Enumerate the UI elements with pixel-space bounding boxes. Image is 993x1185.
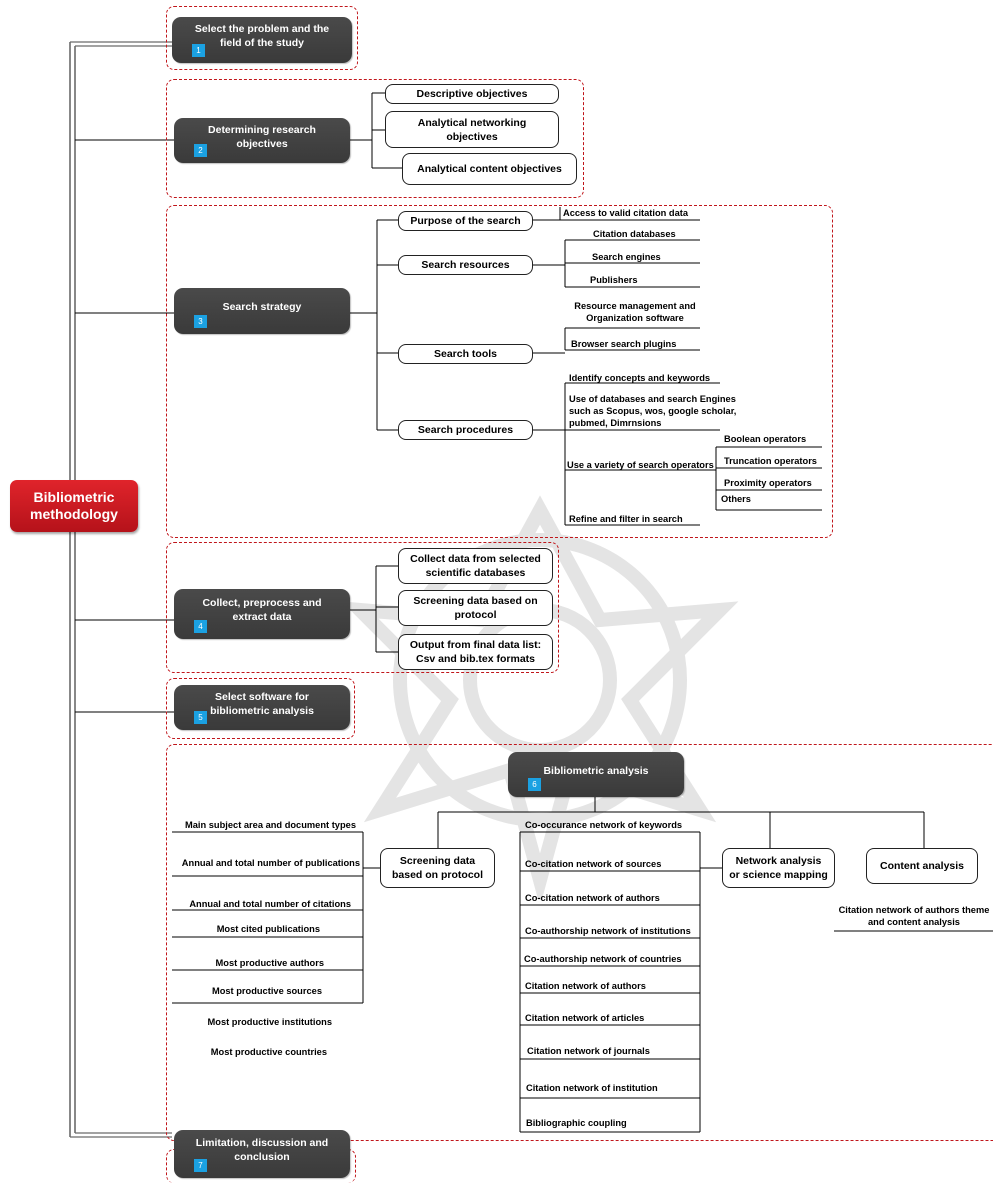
operator-item: Others [721, 494, 751, 504]
search-resources-label: Search resources [421, 259, 510, 271]
step-5-number: 5 [194, 711, 207, 724]
network-item: Citation network of journals [527, 1046, 650, 1056]
step-3-label: Search strategy [222, 301, 302, 313]
network-item: Co-citation network of authors [525, 893, 660, 903]
step-2-number: 2 [194, 144, 207, 157]
step-5-label: Select software for bibliometric analysi… [210, 690, 314, 717]
step-1-number: 1 [192, 44, 205, 57]
step-7-number: 7 [194, 1159, 207, 1172]
screening-item: Most productive institutions [207, 1017, 332, 1027]
step-3: Search strategy 3 [174, 288, 350, 334]
screening-protocol-box: Screening data based on protocol [380, 848, 495, 888]
frame-step-2 [166, 79, 584, 198]
step-6-label: Bibliometric analysis [543, 764, 649, 777]
screening-item: Most productive sources [211, 986, 322, 996]
network-item: Citation network of articles [525, 1013, 645, 1023]
step-7: Limitation, discussion and conclusion 7 [174, 1130, 350, 1178]
search-resources: Search resources [398, 255, 533, 275]
frame-step-6 [166, 744, 993, 1141]
content-analysis-label: Content analysis [879, 860, 965, 872]
procedure-item: Refine and filter in search [569, 514, 683, 524]
network-item: Co-authorship network of institutions [525, 926, 691, 936]
collect-screening-box: Screening data based on protocol [398, 590, 553, 626]
network-item: Co-authorship network of countries [524, 954, 682, 964]
network-item: Co-occurance network of keywords [525, 820, 683, 830]
network-item: Bibliographic coupling [526, 1118, 627, 1128]
step-1-label: Select the problem and the field of the … [194, 23, 330, 49]
objective-descriptive-label: Descriptive objectives [416, 88, 528, 100]
network-analysis-box: Network analysis or science mapping [722, 848, 835, 888]
objective-networking: Analytical networking objectives [385, 111, 559, 148]
procedure-item: Identify concepts and keywords [569, 373, 711, 383]
search-purpose-label: Purpose of the search [410, 215, 521, 227]
objective-content: Analytical content objectives [402, 153, 577, 185]
procedure-item: Use of databases and search Engines such… [569, 394, 737, 428]
screening-item: Most cited publications [216, 924, 320, 934]
collect-output-box: Output from final data list: Csv and bib… [398, 634, 553, 670]
screening-item: Most productive authors [215, 958, 324, 968]
search-procedures-label: Search procedures [417, 424, 514, 436]
screening-item: Annual and total number of publications [181, 858, 360, 868]
resource-item: Publishers [590, 275, 638, 285]
network-item: Citation network of institution [526, 1083, 658, 1093]
procedure-item: Use a variety of search operators [567, 460, 714, 470]
screening-item: Main subject area and document types [184, 820, 356, 830]
collect-data-label: Collect data from selected scientific da… [410, 553, 541, 579]
step-4-label: Collect, preprocess and extract data [202, 597, 322, 623]
root-label: Bibliometric methodology [30, 489, 118, 522]
objective-content-label: Analytical content objectives [417, 163, 562, 175]
step-2: Determining research objectives 2 [174, 118, 350, 163]
frame-step-4 [166, 542, 559, 673]
network-item: Co-citation network of sources [525, 859, 662, 869]
resource-item: Search engines [592, 252, 661, 262]
search-tools-label: Search tools [433, 348, 498, 360]
frame-step-5 [166, 678, 355, 739]
root-node: Bibliometric methodology [10, 480, 138, 532]
step-1: Select the problem and the field of the … [172, 17, 352, 63]
search-purpose: Purpose of the search [398, 211, 533, 231]
step-4: Collect, preprocess and extract data 4 [174, 589, 350, 639]
collect-output-label: Output from final data list: Csv and bib… [409, 639, 542, 665]
step-3-number: 3 [194, 315, 207, 328]
network-item: Citation network of authors [525, 981, 646, 991]
screening-protocol-label: Screening data based on protocol [391, 855, 483, 881]
search-procedures: Search procedures [398, 420, 533, 440]
content-analysis-box: Content analysis [866, 848, 978, 884]
screening-item: Most productive countries [210, 1047, 327, 1057]
step-4-number: 4 [194, 620, 207, 633]
frame-step-1 [166, 6, 358, 70]
search-tools: Search tools [398, 344, 533, 364]
network-analysis-label: Network analysis or science mapping [729, 855, 828, 881]
operator-item: Boolean operators [724, 434, 807, 444]
content-item: Citation network of authors theme and co… [838, 905, 990, 927]
screening-item: Annual and total number of citations [189, 899, 351, 909]
operator-item: Truncation operators [724, 456, 817, 466]
resource-item: Citation databases [593, 229, 676, 239]
step-7-label: Limitation, discussion and conclusion [195, 1137, 329, 1163]
frame-step-3 [166, 205, 833, 538]
collect-data-box: Collect data from selected scientific da… [398, 548, 553, 584]
step-2-label: Determining research objectives [208, 123, 316, 150]
objective-descriptive: Descriptive objectives [385, 84, 559, 104]
purpose-item: Access to valid citation data [563, 208, 689, 218]
operator-item: Proximity operators [724, 478, 812, 488]
objective-networking-label: Analytical networking objectives [417, 116, 527, 143]
collect-screening-label: Screening data based on protocol [413, 595, 538, 621]
tool-item: Browser search plugins [571, 339, 677, 349]
step-6: Bibliometric analysis 6 [508, 752, 684, 797]
step-5: Select software for bibliometric analysi… [174, 685, 350, 730]
step-6-number: 6 [528, 778, 541, 791]
tool-item: Resource management and Organization sof… [574, 301, 696, 323]
